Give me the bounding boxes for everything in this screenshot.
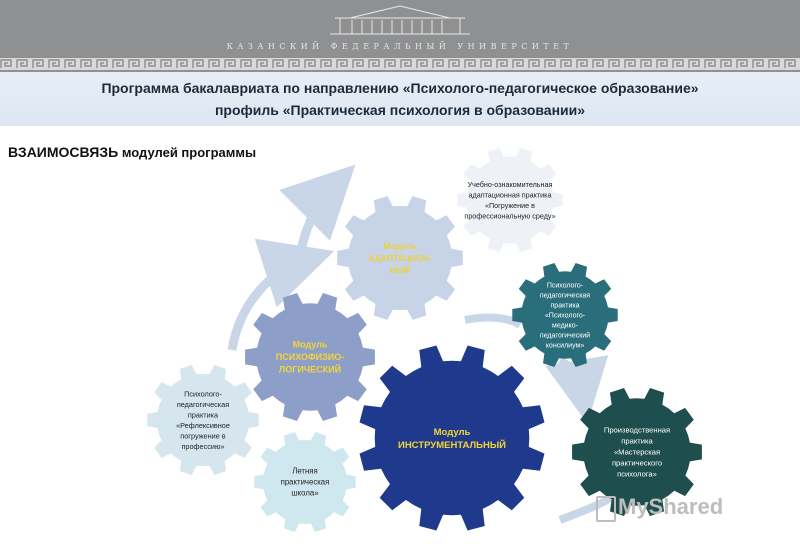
myshared-logo-icon	[596, 496, 616, 522]
program-title-line2: профиль «Практическая психология в образ…	[214, 102, 586, 118]
gear-psychophys-label-1: Модуль	[293, 340, 328, 350]
gear-letnyaya-label-2: практическая	[281, 478, 330, 487]
gear-instrumental-label-2: ИНСТРУМЕНТАЛЬНЫЙ	[398, 439, 506, 451]
arrow-down-to-proizv	[545, 355, 609, 424]
gear-ucheb-label-4: профессиональную среду»	[464, 211, 555, 220]
program-title-band: Программа бакалавриата по направлению «П…	[0, 72, 800, 126]
gear-instrumental-shape	[359, 345, 545, 531]
gear-proizv-label-4: практического	[612, 459, 662, 468]
university-building-icon	[330, 5, 470, 35]
gear-proizv-shape	[572, 388, 702, 516]
gear-konsilium-label-7: консилиум»	[546, 342, 585, 349]
gear-konsilium-label-3: практика	[551, 302, 580, 309]
gear-refleks-label-2: педагогическая	[177, 400, 229, 409]
university-header: КАЗАНСКИЙ ФЕДЕРАЛЬНЫЙ УНИВЕРСИТЕТ	[0, 0, 800, 72]
gear-refleks-shape	[147, 365, 259, 475]
university-name: КАЗАНСКИЙ ФЕДЕРАЛЬНЫЙ УНИВЕРСИТЕТ	[226, 42, 574, 51]
gear-ucheb-label-3: «Погружение в	[485, 201, 535, 210]
gear-proizv: Производственная практика «Мастерская практ…	[572, 388, 702, 516]
gear-konsilium-label-5: медико-	[552, 322, 579, 329]
connector-arrows	[227, 164, 613, 524]
gear-ucheb-label-1: Учебно-ознакомительная	[468, 180, 553, 189]
gear-adapt-label-2: АДАПТАЦИОН-	[368, 253, 432, 263]
gear-adapt-label-1: Модуль	[384, 241, 417, 251]
gear-refleks-label-6: профессию»	[181, 442, 224, 451]
gear-ucheb-label-2: адаптационная практика	[469, 190, 552, 199]
greek-key-border	[0, 58, 800, 70]
subtitle-caps: ВЗАИМОСВЯЗЬ	[8, 144, 119, 160]
gear-instrumental-label-1: Модуль	[434, 427, 471, 438]
gear-letnyaya-label-1: Летняя	[292, 467, 318, 476]
gear-konsilium-shape	[512, 263, 618, 367]
gear-ucheb-shape	[457, 148, 563, 252]
program-title-line1: Программа бакалавриата по направлению «П…	[101, 80, 699, 96]
gear-letnyaya: Летняя практическая школа»	[254, 432, 356, 532]
gear-refleks-label-4: «Рефлексивное	[176, 421, 230, 430]
gear-letnyaya-label-3: школа»	[291, 489, 319, 498]
gear-adapt-shape	[337, 196, 463, 320]
gear-psychophys-label-2: ПСИХОФИЗИО-	[276, 352, 344, 362]
gear-proizv-label-3: «Мастерская	[614, 448, 660, 457]
arrow-right-to-konsilium	[464, 313, 523, 329]
gear-adapt-label-3: НЫЙ	[390, 264, 411, 275]
slide-subtitle: ВЗАИМОСВЯЗЬ модулей программы	[8, 144, 256, 160]
arrow-bottom-right	[558, 494, 613, 524]
gear-psychophys-label-3: ЛОГИЧЕСКИЙ	[279, 364, 341, 375]
gear-konsilium-label-4: «Психолого-	[545, 312, 586, 319]
gear-letnyaya-shape	[254, 432, 356, 532]
arrow-up-to-adapt	[227, 238, 335, 351]
gear-refleks-label-1: Психолого-	[184, 389, 222, 398]
gear-refleks-label-3: практика	[188, 410, 219, 419]
gear-proizv-label-2: практика	[621, 437, 653, 446]
gear-refleks-label-5: погружение в	[180, 431, 226, 440]
gear-konsilium-label-6: педагогический	[540, 331, 590, 339]
gear-proizv-label-1: Производственная	[604, 426, 670, 435]
gear-konsilium-label-2: педагогическая	[540, 292, 590, 299]
arrow-up-to-adapt-2	[279, 164, 356, 256]
gear-konsilium-label-1: Психолого-	[547, 282, 584, 289]
watermark-text: MyShared	[618, 494, 724, 519]
gear-psychophys-shape	[245, 293, 375, 421]
gear-konsilium: Психолого-педагогическая практика «Психоло…	[512, 263, 618, 367]
gear-proizv-label-5: психолога»	[617, 470, 657, 479]
subtitle-rest: модулей программы	[118, 145, 257, 160]
